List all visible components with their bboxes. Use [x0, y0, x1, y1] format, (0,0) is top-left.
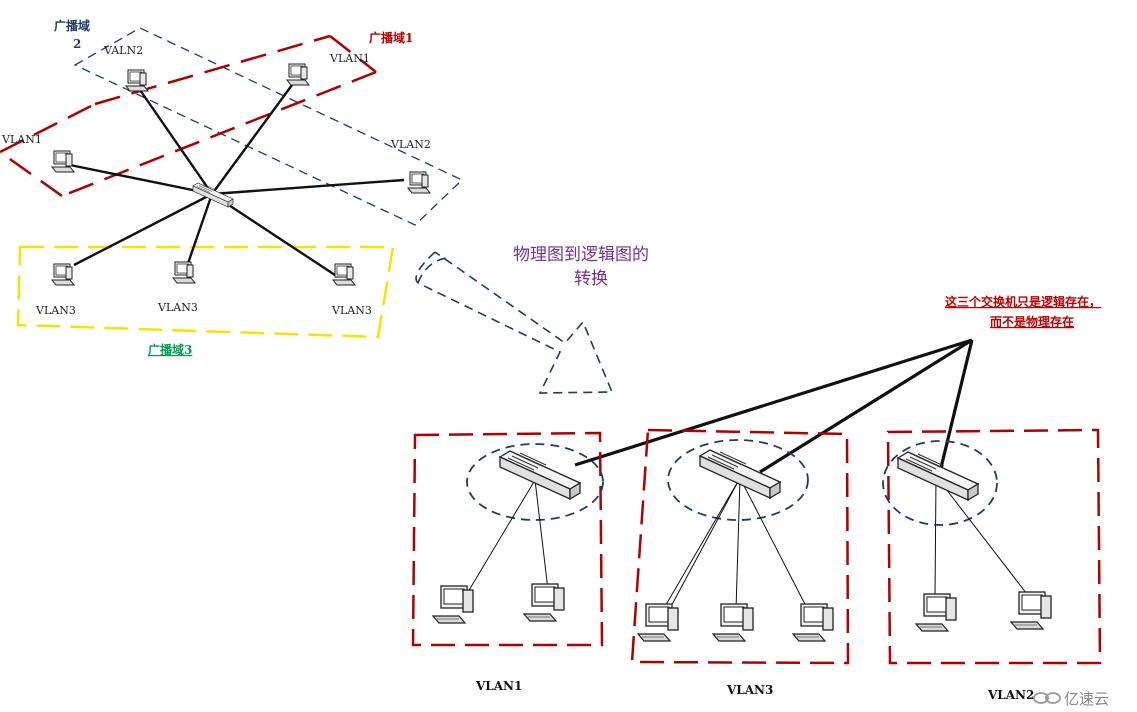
- broadcast-domain-1-region: [0, 34, 377, 198]
- watermark-logo-icon: [1033, 692, 1061, 704]
- pc-top-left: [125, 69, 149, 92]
- transition-title-line2: 转换: [574, 269, 608, 289]
- pc-label-right: VLAN2: [390, 138, 431, 151]
- pc-bottom-left: [51, 263, 75, 286]
- vlan2-switch: [897, 451, 979, 501]
- vlan1-pc-1: [432, 585, 474, 624]
- vlan3-pc-3: [792, 603, 834, 642]
- pc-label-top-right: VLAN1: [329, 52, 370, 65]
- vlan3-pc-2: [712, 603, 754, 642]
- note-line2: 而不是物理存在: [990, 314, 1074, 329]
- broadcast-domain-3-region: [16, 245, 395, 339]
- pc-top-right: [286, 63, 310, 86]
- note-pointer-lines: [574, 338, 974, 481]
- pc-left: [51, 150, 75, 173]
- vlan1-pc-2: [523, 583, 565, 622]
- broadcast-domain-2-number: 2: [73, 37, 81, 51]
- pc-right: [407, 171, 431, 194]
- vlan2-pc-1: [915, 593, 957, 632]
- vlan2-logical-group: [882, 428, 1102, 665]
- note-line1: 这三个交换机只是逻辑存在，: [945, 294, 1101, 309]
- vlan1-logical-group: [411, 431, 604, 647]
- pc-bottom-right: [332, 263, 356, 286]
- pc-label-top-left: VALN2: [103, 44, 143, 57]
- pc-label-bottom-mid: VLAN3: [157, 301, 198, 314]
- physical-switch: [192, 182, 234, 208]
- broadcast-domain-2-region: [73, 27, 464, 226]
- pc-label-left: VLAN1: [1, 133, 42, 146]
- vlan3-logical-group: [630, 428, 850, 665]
- physical-cables: [69, 84, 405, 279]
- vlan3-pc-1: [637, 603, 679, 642]
- broadcast-domain-2-title: 广播域: [54, 18, 90, 33]
- broadcast-domain-1-title: 广播域1: [369, 30, 413, 45]
- vlan3-logical-label: VLAN3: [726, 683, 773, 697]
- vlan1-switch: [499, 450, 581, 500]
- vlan1-logical-label: VLAN1: [475, 679, 522, 693]
- watermark-text: 亿速云: [1064, 690, 1109, 708]
- pc-label-bottom-right: VLAN3: [331, 304, 372, 317]
- transition-title-line1: 物理图到逻辑图的: [513, 245, 649, 265]
- pc-label-bottom-left: VLAN3: [35, 304, 76, 317]
- vlan2-logical-label: VLAN2: [987, 688, 1034, 702]
- pc-bottom-mid: [172, 261, 196, 284]
- vlan2-pc-2: [1010, 591, 1052, 630]
- broadcast-domain-3-title: 广播域3: [148, 342, 192, 357]
- transition-arrow: [415, 251, 614, 394]
